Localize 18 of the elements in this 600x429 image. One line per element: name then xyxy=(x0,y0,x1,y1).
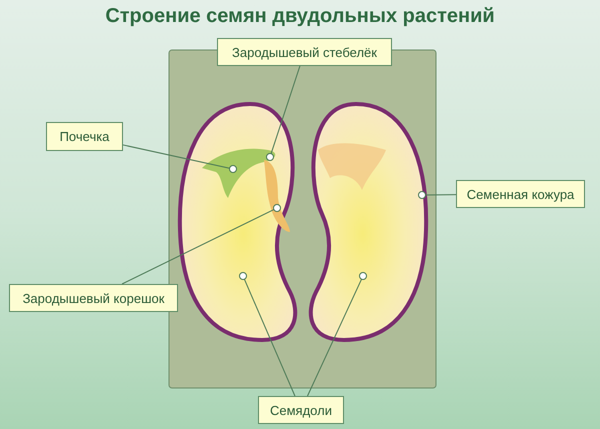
callout-label: Зародышевый стебелёк xyxy=(217,38,392,66)
leader-line xyxy=(244,278,296,396)
pointer-dot xyxy=(229,165,237,173)
leader-line xyxy=(122,144,230,169)
leader-line xyxy=(270,66,300,154)
pointer-dot xyxy=(266,153,274,161)
pointer-dot xyxy=(359,272,367,280)
pointer-dot xyxy=(273,204,281,212)
callout-label: Почечка xyxy=(46,122,123,151)
callout-label: Семядоли xyxy=(258,396,344,424)
diagram-title: Строение семян двудольных растений xyxy=(104,5,496,28)
leader-line xyxy=(425,194,456,196)
callout-label: Зародышевый корешок xyxy=(9,284,178,312)
leader-line xyxy=(306,278,362,396)
pointer-dot xyxy=(239,272,247,280)
callout-label: Семенная кожура xyxy=(456,180,585,208)
leader-line xyxy=(122,209,274,284)
pointer-dot xyxy=(418,191,426,199)
